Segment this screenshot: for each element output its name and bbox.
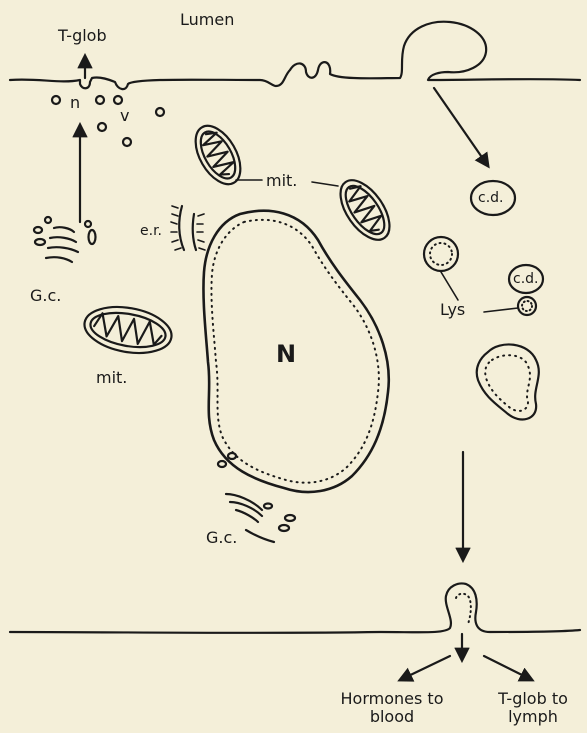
mit-label-left: mit. (96, 370, 127, 386)
mitochondrion-left (81, 301, 175, 360)
lys-leader-1 (441, 272, 458, 300)
cd-label-1: c.d. (478, 191, 503, 205)
gc-label-left: G.c. (30, 288, 61, 304)
v-label: v (120, 108, 129, 124)
hormones-line-2: blood (341, 708, 444, 726)
lysosome-2 (518, 297, 536, 315)
t-glob-to-lymph-label: T-glob to lymph (498, 690, 568, 727)
apical-vesicles (52, 96, 164, 146)
cd-label-2: c.d. (513, 272, 538, 286)
lys-label: Lys (440, 302, 465, 318)
n-label: n (70, 95, 80, 111)
mit-label-top: mit. (266, 173, 297, 189)
phagolysosome (477, 344, 539, 419)
endocytosis-arrow (434, 88, 488, 166)
er-label: e.r. (140, 224, 162, 238)
basal-membrane (10, 584, 580, 633)
nucleus-outline (203, 211, 388, 492)
golgi-complex-left (34, 217, 96, 262)
tglob-line-2: lymph (498, 708, 568, 726)
endoplasmic-reticulum (171, 206, 205, 250)
lysosome-1 (424, 237, 458, 271)
mitochondrion-right (331, 172, 399, 248)
hormones-line-1: Hormones to (341, 690, 444, 708)
t-glob-label: T-glob (58, 28, 107, 44)
lys-leader-2 (484, 308, 518, 312)
tglob-line-1: T-glob to (498, 690, 568, 708)
nucleus-label: N (276, 342, 296, 366)
basal-granule-stipple (456, 594, 471, 624)
hormones-to-blood-label: Hormones to blood (341, 690, 444, 727)
release-arrow-left (400, 656, 450, 680)
gc-label-bottom: G.c. (206, 530, 237, 546)
release-arrow-right (484, 656, 532, 680)
mit-leader-2 (312, 182, 338, 186)
lumen-label: Lumen (180, 12, 234, 28)
